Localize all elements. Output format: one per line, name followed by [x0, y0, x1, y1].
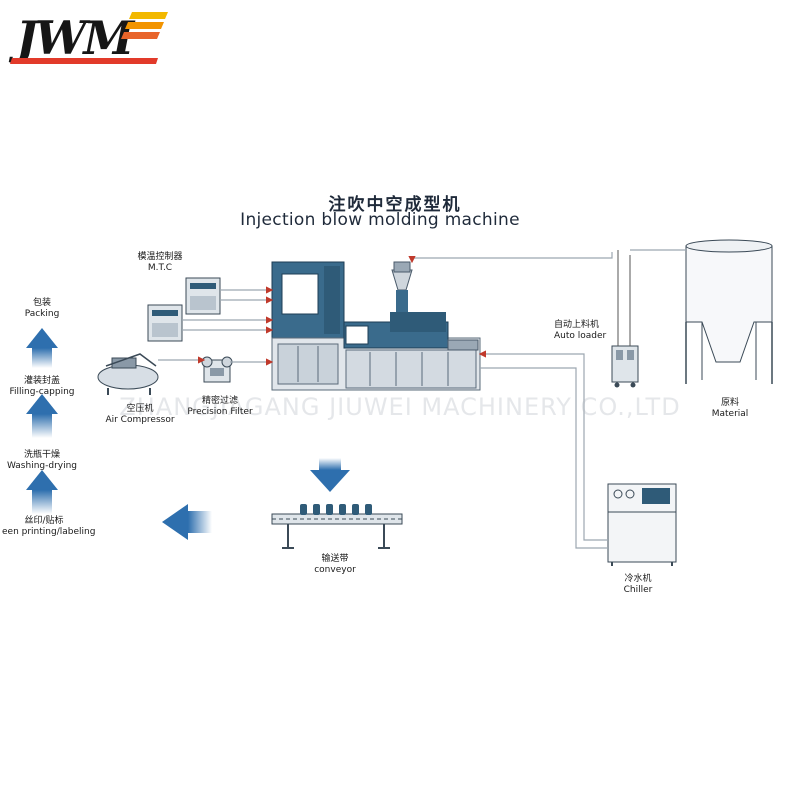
material-hopper — [685, 239, 773, 384]
chiller — [607, 483, 677, 566]
logo-text: JWM — [16, 11, 134, 65]
chiller-label-en: Chiller — [623, 585, 653, 595]
process-step-filling-en: Filling-capping — [9, 387, 75, 397]
flow-arrow-left — [162, 504, 212, 540]
precision-filter-label-cn: 精密过滤 — [201, 396, 238, 406]
precision-filter — [201, 356, 233, 383]
precision-filter-label: 精密过滤 Precision Filter — [180, 396, 260, 418]
mtc-label-en: M.T.C — [147, 263, 173, 273]
air-compressor-label-en: Air Compressor — [105, 415, 175, 425]
chiller-label: 冷水机 Chiller — [606, 574, 670, 596]
conveyor-label-cn: 输送带 — [321, 554, 349, 564]
air-compressor-label: 空压机 Air Compressor — [100, 404, 180, 426]
material-label-en: Material — [711, 409, 749, 419]
process-step-packing-en: Packing — [24, 309, 60, 319]
process-step-packing-cn: 包装 — [32, 298, 51, 308]
flow-arrow-up-1 — [26, 328, 58, 368]
logo-stripes — [10, 12, 168, 64]
injection-blow-molding-machine — [271, 261, 481, 391]
flow-arrow-up-3 — [26, 470, 58, 514]
air-compressor — [97, 353, 159, 395]
auto-loader-label-en: Auto loader — [554, 331, 607, 341]
chiller-label-cn: 冷水机 — [624, 574, 652, 584]
process-step-filling: 灌装封盖 Filling-capping — [0, 376, 84, 398]
diagram-title-cn: 注吹中空成型机 — [328, 195, 462, 215]
material-label: 原料 Material — [700, 398, 760, 420]
conveyor-label-en: conveyor — [314, 565, 356, 575]
process-step-washing-en: Washing-drying — [6, 461, 78, 471]
auto-loader-label-cn: 自动上料机 — [554, 320, 600, 330]
air-compressor-label-cn: 空压机 — [126, 404, 154, 414]
conveyor-label: 输送带 conveyor — [300, 554, 370, 576]
auto-loader — [611, 250, 639, 388]
flow-arrow-down — [310, 458, 350, 492]
mtc-label: 模温控制器 M.T.C — [120, 252, 200, 274]
mtc-unit-2 — [147, 304, 183, 342]
process-step-washing-cn: 洗瓶干燥 — [23, 450, 60, 460]
connection-lines — [158, 249, 686, 549]
auto-loader-label: 自动上料机 Auto loader — [554, 320, 606, 342]
process-step-washing: 洗瓶干燥 Washing-drying — [0, 450, 84, 472]
mtc-label-cn: 模温控制器 — [137, 252, 183, 262]
process-step-packing: 包装 Packing — [0, 298, 84, 320]
watermark: ZHANGJIAGANG JIUWEI MACHINERY CO.,LTD — [119, 393, 681, 421]
process-step-labeling-en: een printing/labeling — [2, 527, 96, 537]
process-step-labeling: 丝印/贴标 een printing/labeling — [2, 516, 112, 538]
mtc-unit-1 — [185, 277, 221, 315]
diagram-title-en: Injection blow molding machine — [240, 210, 520, 230]
material-label-cn: 原料 — [720, 398, 739, 408]
conveyor-belt — [271, 504, 403, 549]
precision-filter-label-en: Precision Filter — [187, 407, 253, 417]
process-step-filling-cn: 灌装封盖 — [23, 376, 60, 386]
process-step-labeling-cn: 丝印/贴标 — [24, 516, 64, 526]
flow-arrow-up-2 — [26, 394, 58, 438]
